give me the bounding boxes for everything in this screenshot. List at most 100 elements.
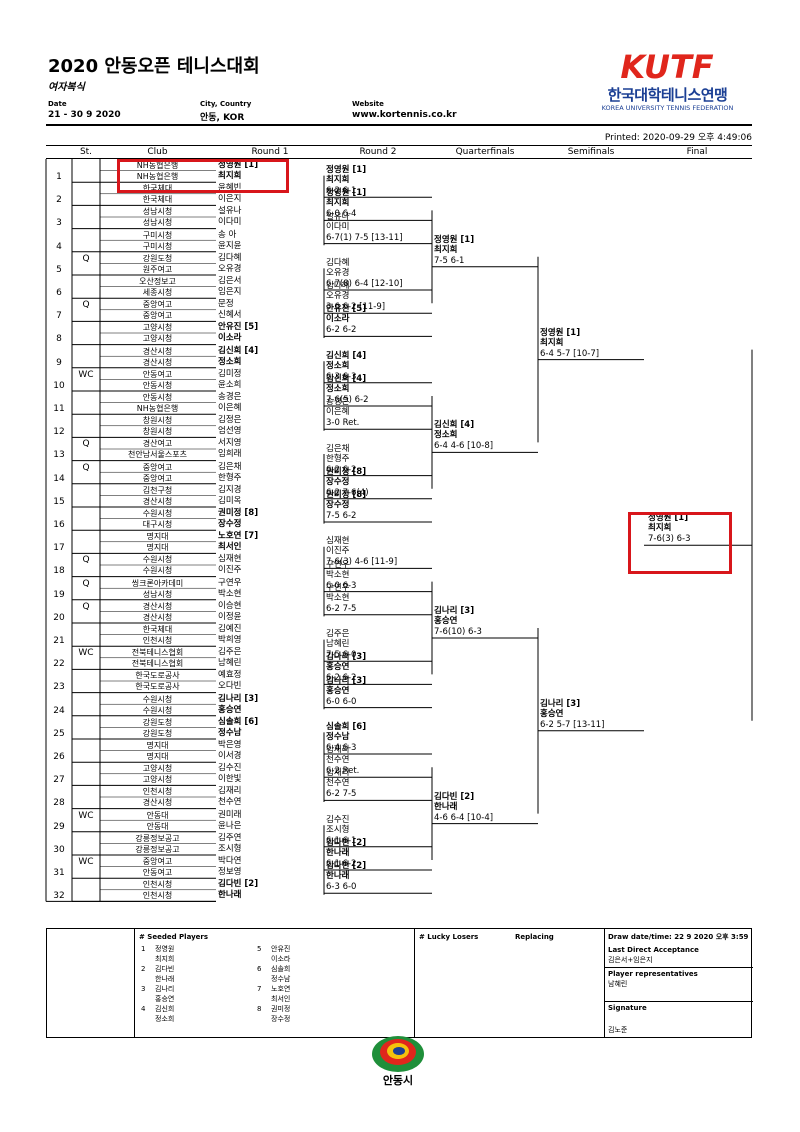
club-name: 중앙여고 — [142, 473, 173, 483]
seed-number: 4 — [141, 1005, 146, 1013]
round2-score: 6-1 6-1 — [326, 835, 357, 846]
player-name: 구연우 — [218, 577, 242, 588]
player-name: 장수정 — [218, 519, 242, 529]
club-name: 창원시청 — [142, 416, 173, 426]
signature-label: Signature — [608, 1004, 647, 1012]
player-name: 윤혜빈 — [218, 183, 242, 194]
player-name: 이정윤 — [218, 611, 242, 622]
champion-player: 최지희 — [648, 523, 672, 534]
draw-position: 30 — [53, 844, 65, 855]
kutf-logo-english: KOREA UNIVERSITY TENNIS FEDERATION — [601, 104, 734, 112]
player-name: 한형주 — [218, 472, 242, 483]
club-name: 전북테니스협회 — [131, 648, 184, 658]
andong-city-logo — [372, 1036, 424, 1072]
quarterfinal-player: 장수정 — [326, 476, 350, 487]
seed-player: 안유진 — [271, 945, 291, 953]
draw-position: 18 — [53, 566, 65, 577]
round2-player: 홍승연 — [326, 685, 350, 696]
col-club: Club — [147, 147, 168, 157]
round2-player: 오유경 — [326, 268, 350, 278]
round2-player: 한형주 — [326, 453, 350, 464]
club-name: 명지대 — [146, 543, 169, 553]
semifinal-player: 김나리 [3] — [434, 606, 475, 616]
entry-status: Q — [82, 601, 90, 612]
draw-position: 16 — [53, 520, 65, 530]
club-name: 안동여고 — [142, 868, 173, 877]
header-divider — [46, 124, 752, 126]
entry-status: Q — [82, 578, 90, 589]
round2-score: 6-7(8) 6-4 [12-10] — [326, 279, 403, 289]
round2-score: 6-4 6-3 — [326, 743, 357, 753]
reps-value: 남혜린 — [608, 980, 628, 988]
seed-number: 8 — [257, 1005, 262, 1013]
club-name: 안동대 — [146, 810, 169, 820]
club-name: 구미시청 — [142, 230, 173, 240]
club-name: 경산여고 — [142, 439, 173, 449]
website-value[interactable]: www.kortennis.co.kr — [352, 110, 457, 120]
final-player: 김나리 [3] — [540, 698, 581, 709]
col-round1: Round 1 — [251, 147, 289, 157]
player-name: 이은혜 — [218, 403, 242, 413]
club-name: 중앙여고 — [142, 300, 173, 310]
event-name: 여자복식 — [48, 82, 85, 93]
player-name: 심재현 — [218, 554, 242, 565]
draw-position: 29 — [53, 821, 65, 832]
kutf-logo-mark: KUTF — [620, 48, 713, 84]
semifinal-player: 정영원 [1] — [434, 234, 475, 245]
date-label: Date — [48, 100, 67, 108]
entry-status: Q — [82, 462, 90, 473]
club-name: 명지대 — [146, 752, 169, 761]
last-direct-label: Last Direct Acceptance — [608, 946, 699, 954]
round2-player: 김다혜 — [326, 258, 350, 268]
player-name: 박희영 — [218, 635, 242, 645]
player-name: 김주은 — [218, 647, 242, 658]
final-player: 홍승연 — [540, 708, 564, 719]
player-name: 윤소희 — [218, 379, 242, 390]
club-name: 수원시청 — [142, 694, 173, 704]
printed-timestamp: Printed: 2020-09-29 오후 4:49:06 — [604, 133, 752, 143]
draw-column-headers: St. Club Round 1 Round 2 Quarterfinals S… — [46, 145, 752, 159]
round2-player: 김재리 — [326, 768, 350, 779]
draw-position: 10 — [53, 380, 65, 391]
player-name: 정영원 [1] — [218, 160, 259, 170]
player-name: 김수진 — [218, 763, 242, 774]
club-name: 고양시청 — [142, 334, 173, 344]
draw-position: 2 — [56, 195, 62, 206]
draw-position: 22 — [53, 659, 65, 670]
draw-position: 5 — [56, 264, 62, 275]
round2-score: 6-7(1) 7-5 [13-11] — [326, 232, 403, 243]
club-name: 강릉정보공고 — [135, 833, 180, 843]
club-name: 중앙여고 — [142, 311, 173, 321]
club-name: NH농협은행 — [136, 172, 179, 181]
club-name: 고양시청 — [142, 764, 173, 774]
player-name: 윤나은 — [218, 820, 242, 831]
round2-player: 조시형 — [326, 824, 350, 835]
draw-position: 17 — [53, 543, 65, 554]
club-name: 안동여고 — [142, 369, 173, 379]
player-name: 김다빈 [2] — [218, 879, 259, 890]
draw-position: 1 — [56, 172, 62, 182]
player-name: 문정 — [218, 299, 234, 310]
quarterfinal-player: 구연우 — [326, 559, 350, 570]
final-player: 정영원 [1] — [540, 327, 581, 338]
round2-player: 김주은 — [326, 629, 350, 640]
seed-number: 1 — [141, 945, 146, 953]
player-name: 권미래 — [218, 809, 242, 820]
player-name: 안유진 [5] — [218, 322, 259, 333]
round2-player: 김은채 — [326, 443, 350, 454]
player-name: 박소현 — [218, 588, 242, 599]
col-quarterfinals: Quarterfinals — [455, 147, 515, 157]
date-value: 21 - 30 9 2020 — [48, 110, 121, 120]
quarterfinal-player: 오유경 — [326, 291, 350, 302]
club-name: 인천시청 — [142, 636, 173, 645]
player-name: 김은서 — [218, 276, 242, 286]
draw-position: 32 — [53, 891, 65, 902]
city-logo-blue — [393, 1047, 405, 1055]
club-name: 중앙여고 — [142, 857, 173, 866]
club-name: 대구시청 — [142, 520, 173, 529]
website-label: Website — [352, 100, 384, 108]
player-name: 최지희 — [218, 171, 242, 181]
draw-datetime: Draw date/time: 22 9 2020 오후 3:59 — [608, 933, 749, 941]
club-name: 한국체대 — [142, 184, 173, 194]
